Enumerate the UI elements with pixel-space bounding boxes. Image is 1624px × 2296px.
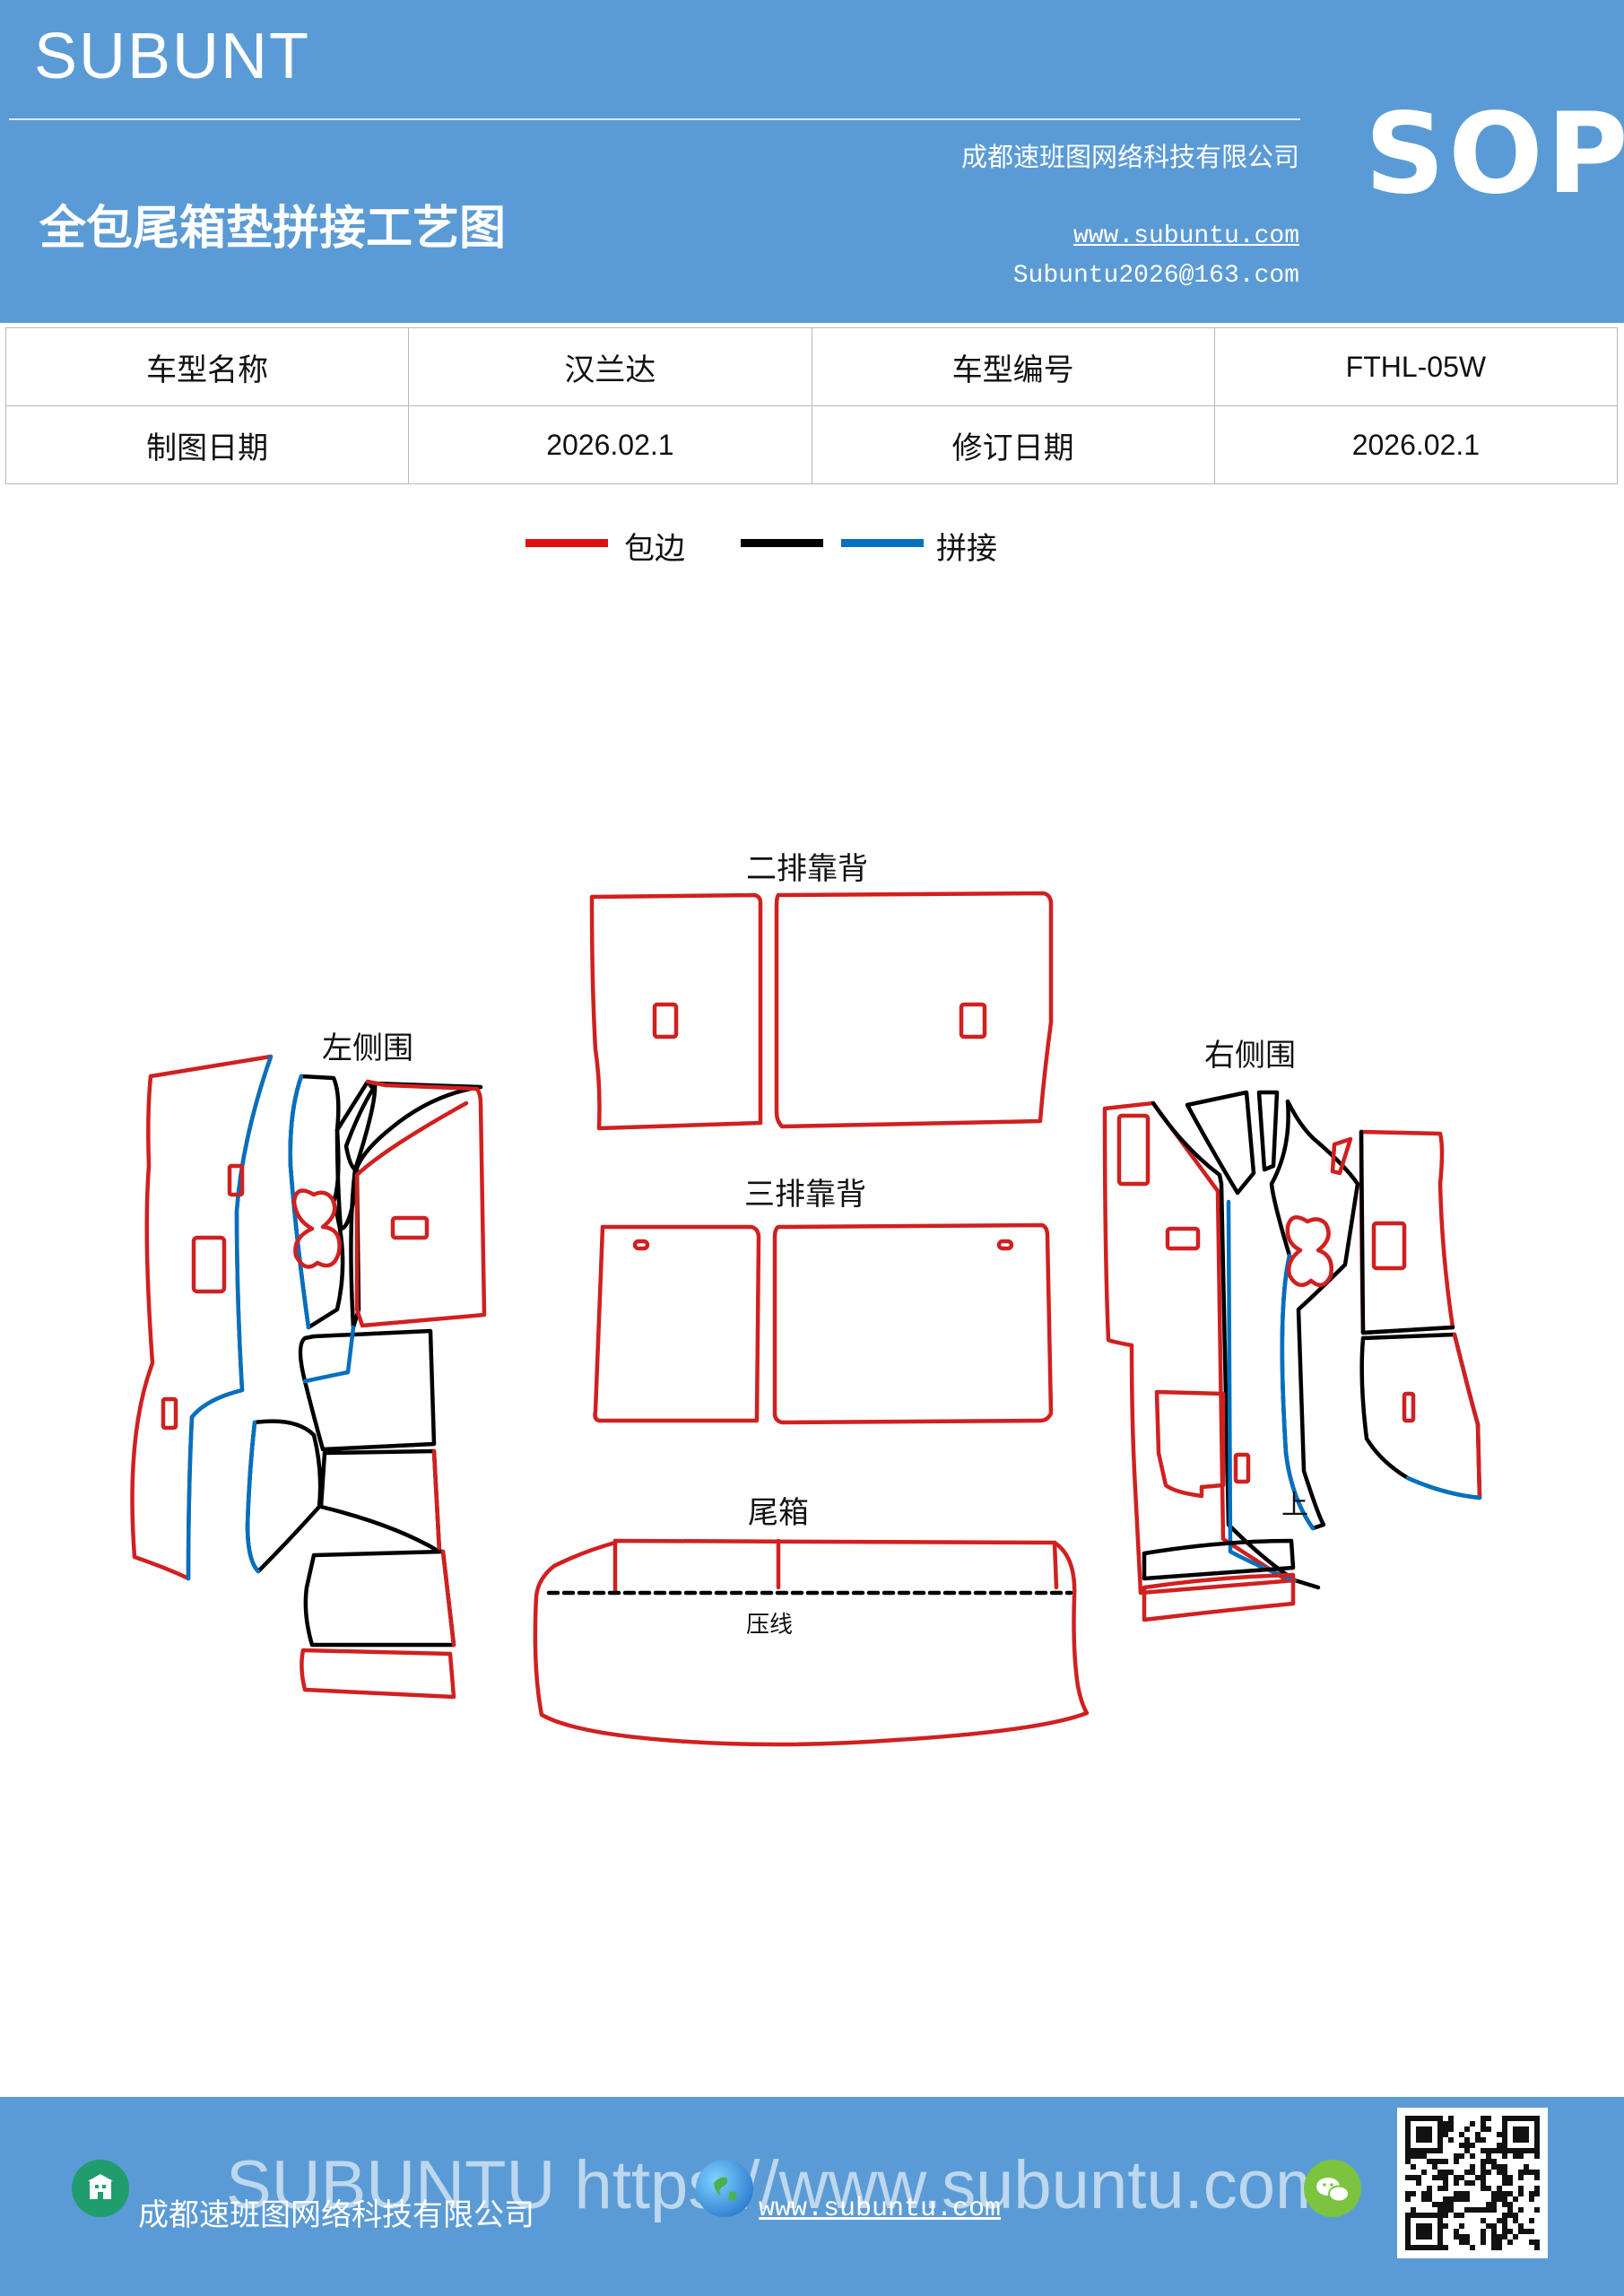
black-line-swatch: [741, 539, 823, 547]
lower-panel: [318, 1448, 442, 1554]
cutout: [1116, 1113, 1151, 1187]
panel-left: [589, 892, 763, 1131]
trunk-outline: [533, 1538, 1090, 1747]
cutout: [996, 1239, 1014, 1251]
splice-line: [245, 1420, 261, 1574]
revise-date-label: 修订日期: [811, 405, 1215, 484]
strip-panel: [1256, 1090, 1280, 1172]
cutout: [1402, 1391, 1416, 1423]
label-press-line: 压线: [746, 1612, 793, 1639]
edge-line: [365, 1079, 388, 1088]
cutout: [390, 1215, 430, 1240]
strip-panel: [1185, 1090, 1256, 1196]
vehicle-info-table: 车型名称 汉兰达 车型编号 FTHL-05W 制图日期 2026.02.1 修订…: [4, 327, 1619, 484]
header-banner: SUBUNT 全包尾箱垫拼接工艺图 成都速班图网络科技有限公司 www.subu…: [0, 0, 1624, 323]
model-name-value: 汉兰达: [408, 327, 812, 406]
table-row: 车型名称 汉兰达 车型编号 FTHL-05W: [4, 327, 1619, 406]
cutting-diagram: 二排靠背 三排靠背 左侧围: [130, 851, 1482, 1747]
label-third-row-back: 三排靠背: [744, 1177, 866, 1213]
bottom-strip: [1142, 1572, 1296, 1622]
trunk-panel: [533, 1538, 1090, 1747]
blue-line-swatch: [841, 539, 924, 547]
right-side-panels: [1102, 1090, 1482, 1622]
sop-badge: SOP: [1365, 90, 1624, 219]
model-name-label: 车型名称: [4, 327, 410, 406]
third-row-back-panels: [593, 1222, 1054, 1425]
footer-company-name: 成都速班图网络科技有限公司: [138, 2197, 534, 2233]
table-row: 制图日期 2026.02.1 修订日期 2026.02.1: [4, 405, 1619, 484]
outer-panel: [1102, 1100, 1298, 1596]
cutout: [1330, 1136, 1353, 1176]
edge-line: [440, 1549, 456, 1648]
label-right-side: 右侧围: [1204, 1038, 1296, 1074]
website-link[interactable]: www.subuntu.com: [1073, 222, 1299, 250]
splice-line: [1359, 1129, 1455, 1335]
panel-left: [593, 1224, 761, 1423]
email-address[interactable]: Subuntu2026@163.com: [1012, 262, 1299, 290]
brand-logo: SUBUNT: [34, 21, 311, 92]
footer-banner: SUBUNTU https://www.subuntu.com 成都速班图网络科…: [0, 2097, 1624, 2296]
cutout: [959, 1002, 987, 1039]
cutout: [632, 1239, 650, 1251]
edge-line: [431, 1448, 442, 1554]
qr-code: [1397, 2108, 1548, 2258]
splice-line: [1226, 1199, 1298, 1583]
cutout: [291, 1188, 342, 1269]
edge-line: [1452, 1332, 1482, 1500]
cutout: [652, 1002, 679, 1039]
bottom-strip: [300, 1648, 456, 1700]
splice-line: [1405, 1475, 1482, 1500]
cutout: [191, 1235, 227, 1294]
splice-line: [288, 1074, 311, 1330]
lower-panel: [303, 1549, 456, 1648]
model-code-value: FTHL-05W: [1213, 327, 1619, 406]
cutout: [1154, 1389, 1226, 1499]
panel-right: [774, 891, 1054, 1129]
line-legend: 包边 拼接: [0, 524, 1624, 578]
cutout: [1285, 1214, 1333, 1288]
document-title: 全包尾箱垫拼接工艺图: [39, 201, 507, 256]
cutout: [161, 1396, 178, 1431]
company-name: 成都速班图网络科技有限公司: [960, 142, 1299, 172]
left-side-panels: [130, 1054, 487, 1700]
splice-legend-label: 拼接: [936, 531, 997, 567]
splice-line: [1280, 1253, 1316, 1531]
footer-website-link[interactable]: www.subuntu.com: [759, 2194, 1002, 2224]
wechat-icon: [1304, 2160, 1361, 2217]
label-up-mark: 上: [1281, 1490, 1308, 1521]
label-second-row-back: 二排靠背: [746, 851, 868, 887]
outer-panel: [354, 1083, 487, 1328]
edge-line: [1052, 1540, 1059, 1590]
lower-panel: [298, 1328, 437, 1452]
cutout: [1233, 1452, 1251, 1484]
edge-line-swatch: [525, 539, 608, 547]
label-trunk: 尾箱: [748, 1495, 809, 1531]
cutout: [1371, 1221, 1407, 1271]
splice-line: [302, 1325, 356, 1384]
footer-watermark: SUBUNTU https://www.subuntu.com: [226, 2147, 1333, 2223]
draw-date-label: 制图日期: [4, 405, 410, 484]
second-row-back-panels: [589, 891, 1054, 1131]
curved-panel: [245, 1419, 323, 1574]
globe-icon: [696, 2160, 753, 2217]
model-code-label: 车型编号: [811, 327, 1215, 406]
strip-panel: [349, 1081, 483, 1330]
cutout: [227, 1163, 245, 1197]
header-divider: [9, 118, 1300, 120]
draw-date-value: 2026.02.1: [408, 405, 812, 484]
bottom-strip: [1142, 1538, 1296, 1581]
splice-line: [186, 1054, 274, 1581]
label-left-side: 左侧围: [322, 1031, 413, 1066]
cutout: [1165, 1226, 1201, 1251]
building-icon: [72, 2160, 129, 2217]
edge-legend-label: 包边: [624, 531, 685, 567]
revise-date-value: 2026.02.1: [1213, 405, 1619, 484]
panel-right: [772, 1222, 1054, 1425]
